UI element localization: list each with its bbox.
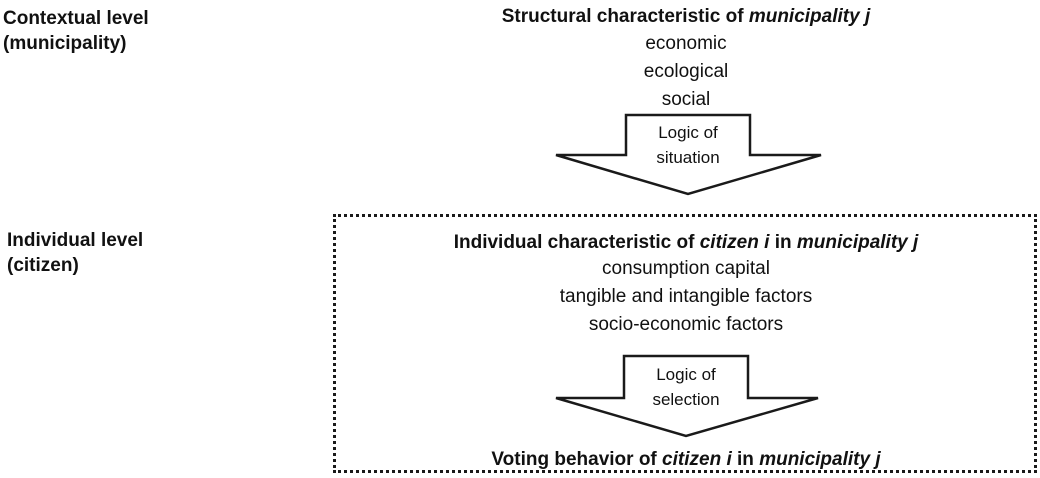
selection-arrow-label: Logic of selection	[626, 362, 746, 412]
individual-level-label: Individual level (citizen)	[7, 228, 143, 278]
individual-item-tangible-factors: tangible and intangible factors	[559, 286, 813, 307]
voting-citizen: citizen i	[662, 449, 732, 470]
selection-arrow-line1: Logic of	[656, 365, 716, 384]
voting-behavior-heading: Voting behavior of citizen i in municipa…	[336, 448, 1036, 472]
situation-arrow-label: Logic of situation	[628, 120, 748, 170]
individual-heading-mid: in	[769, 232, 797, 253]
voting-mid: in	[731, 449, 760, 470]
individual-level-box	[333, 214, 1037, 473]
individual-heading-prefix: Individual characteristic of	[453, 232, 700, 253]
situation-arrow-line2: situation	[656, 148, 720, 167]
voting-prefix: Voting behavior of	[491, 449, 663, 470]
individual-item-consumption-capital: consumption capital	[602, 258, 770, 279]
structural-item-economic: economic	[645, 33, 727, 54]
voting-municipality: municipality j	[759, 449, 881, 470]
contextual-level-title: Contextual level	[3, 8, 149, 29]
individual-heading-municipality: municipality j	[796, 232, 919, 253]
structural-items-list: economic ecological social	[486, 30, 886, 114]
contextual-level-label: Contextual level (municipality)	[3, 6, 149, 56]
individual-heading-citizen: citizen i	[699, 232, 770, 253]
selection-arrow-line2: selection	[652, 390, 720, 409]
structural-heading: Structural characteristic of municipalit…	[366, 5, 1006, 29]
individual-items-list: consumption capital tangible and intangi…	[486, 255, 886, 339]
structural-item-ecological: ecological	[643, 61, 729, 82]
structural-heading-italic: municipality j	[748, 6, 871, 27]
structural-item-social: social	[661, 89, 711, 110]
structural-heading-text: Structural characteristic of	[501, 6, 749, 27]
individual-heading: Individual characteristic of citizen i i…	[336, 231, 1036, 255]
individual-level-subtitle: (citizen)	[7, 255, 79, 276]
individual-item-socioeconomic-factors: socio-economic factors	[588, 314, 784, 335]
contextual-level-subtitle: (municipality)	[3, 33, 127, 54]
individual-level-title: Individual level	[7, 230, 144, 251]
selection-arrow-shape	[555, 354, 819, 438]
situation-arrow-line1: Logic of	[658, 123, 718, 142]
situation-arrow-shape	[555, 113, 822, 196]
